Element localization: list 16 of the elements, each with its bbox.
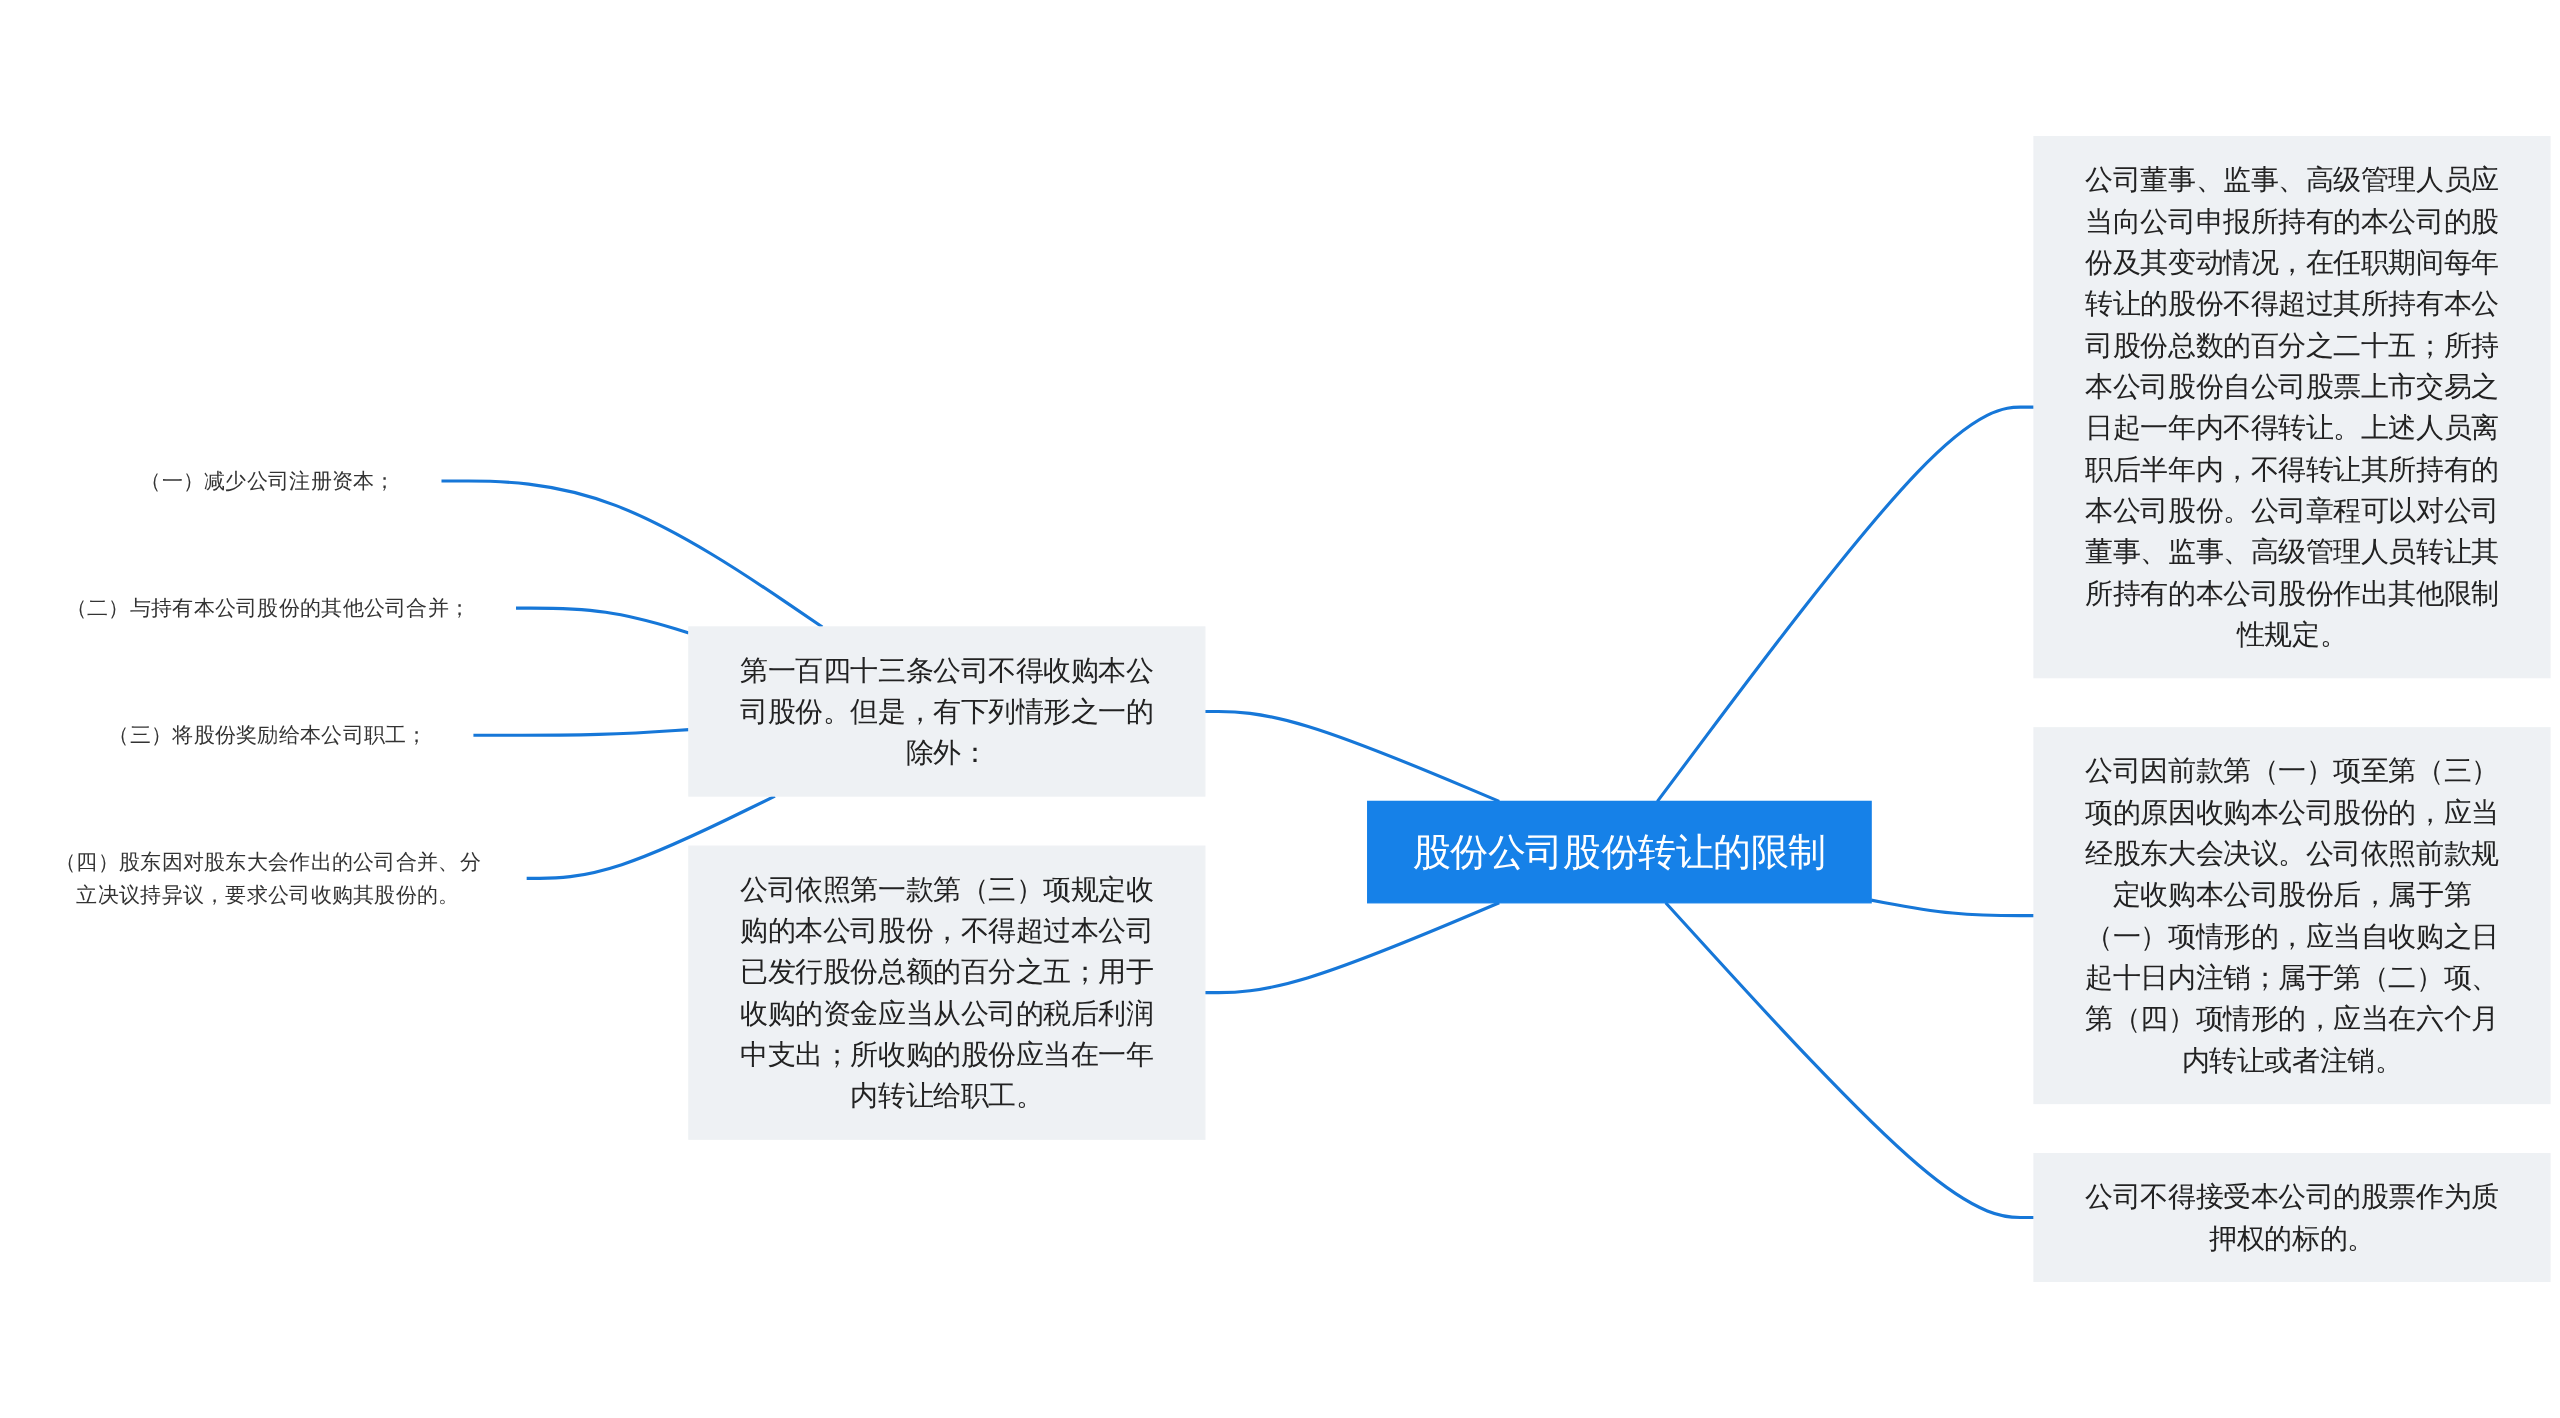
node-text: （二）与持有本公司股份的其他公司合并； xyxy=(65,594,471,620)
connector xyxy=(1656,405,2034,803)
connector xyxy=(1204,709,1500,803)
node-box: 公司依照第一款第（三）项规定收购的本公司股份，不得超过本公司已发行股份总额的百分之五；用于收购的资金应当从公司的税后利润中支出；所收购的股份应当在一年内转让给职工。 xyxy=(688,845,1206,1140)
node-box: 公司不得接受本公司的股票作为质押权的标的。 xyxy=(2033,1153,2551,1282)
connector xyxy=(1664,901,2034,1220)
connector xyxy=(1870,898,2034,918)
connector xyxy=(472,728,689,737)
node-box: 公司因前款第（一）项至第（三）项的原因收购本公司股份的，应当经股东大会决议。公司依照前款规定收购本公司股份后，属于第（一）项情形的，应当自收购之日起十日内注销；属于第（二）项、第（四）项情形的，应当在六个月内转让或者注销。 xyxy=(2033,727,2551,1105)
node-text: （三）将股份奖励给本公司职工； xyxy=(108,721,428,747)
node-text: （一）减少公司注册资本； xyxy=(140,467,396,493)
node-text: （四）股东因对股东大会作出的公司合并、分立决议持异议，要求公司收购其股份的。 xyxy=(55,848,481,906)
node-box: 公司董事、监事、高级管理人员应当向公司申报所持有的本公司的股份及其变动情况，在任职期间每年转让的股份不得超过其所持有本公司股份总数的百分之二十五；所持本公司股份自公司股票上市交易之日起一年内不得转让。上述人员离职后半年内，不得转让其所持有的本公司股份。公司章程可以对公司董事、监事、高级管理人员转让其所持有的本公司股份作出其他限制性规定。 xyxy=(2033,136,2551,679)
node-box: 股份公司股份转让的限制 xyxy=(1367,800,1872,904)
connector xyxy=(1204,901,1500,995)
node-box: 第一百四十三条公司不得收购本公司股份。但是，有下列情形之一的除外： xyxy=(688,626,1206,797)
